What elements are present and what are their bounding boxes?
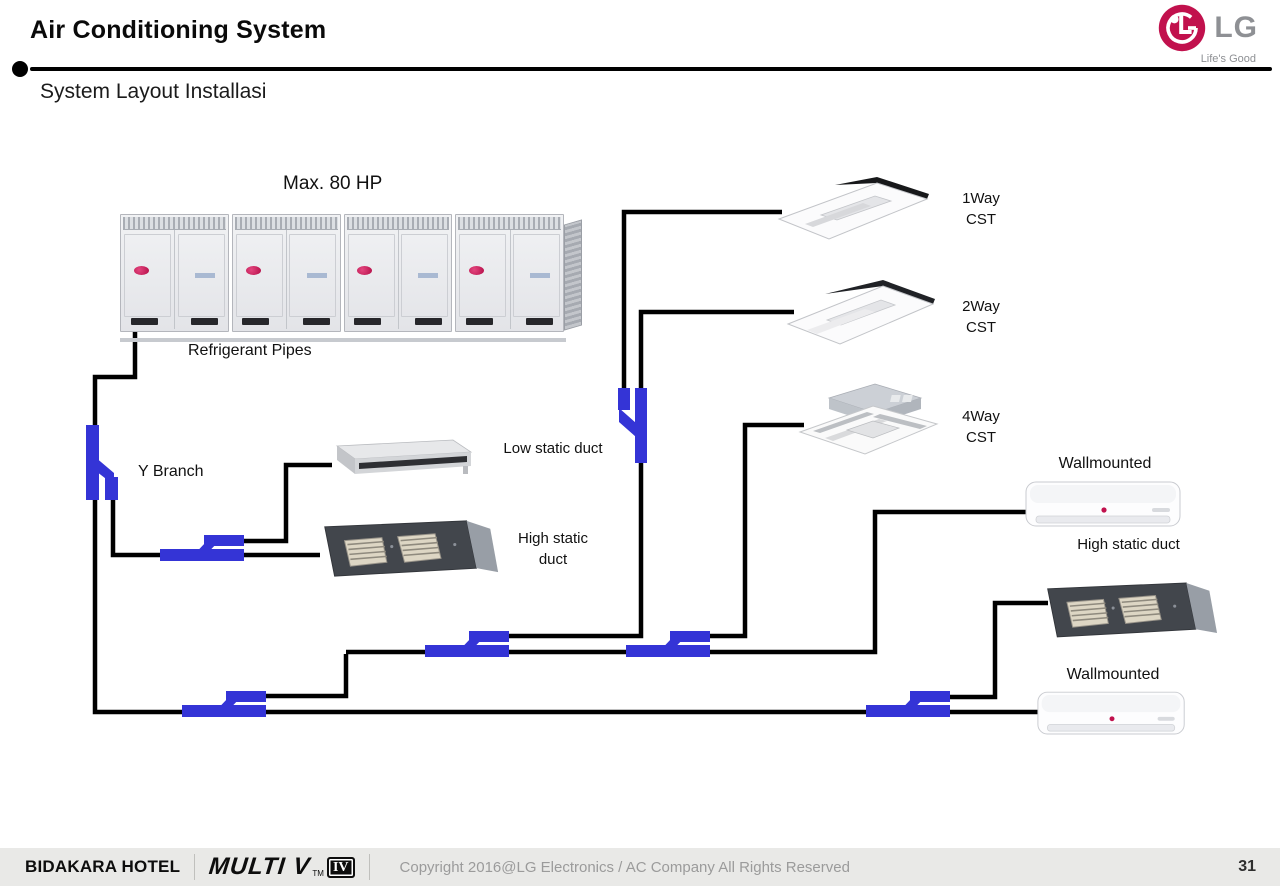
wallmounted-bottom-label: Wallmounted [1066, 666, 1160, 683]
low-static-duct-label: Low static duct [503, 440, 603, 457]
page-title: Air Conditioning System [30, 16, 327, 44]
y-branch-label: Y Branch [138, 463, 204, 480]
cassette-2way-unit [786, 280, 935, 345]
header-rule [30, 67, 1272, 71]
wallmounted-top-label: Wallmounted [1058, 455, 1152, 472]
cst-2way-label: 2Way CST [962, 298, 1000, 336]
y-branch-joint-duct [160, 535, 244, 561]
high-static-duct-unit-mid [324, 520, 499, 577]
lg-symbol-icon [1159, 4, 1206, 52]
low-static-duct-unit [335, 439, 473, 474]
cassette-4way-unit [798, 383, 939, 455]
client-name: BIDAKARA HOTEL [25, 857, 181, 876]
y-branch-joint-mid-2 [626, 631, 710, 657]
lg-badge-icon [133, 266, 149, 276]
outdoor-unit-row [120, 214, 564, 332]
y-branch-joint-bottom-right [866, 691, 950, 717]
multi-v-generation-badge: IV [326, 856, 355, 878]
outdoor-unit-module [120, 214, 229, 332]
high-static-duct-right-label: High static duct [1077, 536, 1180, 553]
lg-badge-icon [469, 266, 485, 276]
outdoor-unit-module [343, 214, 453, 332]
wallmounted-unit-top [1025, 481, 1181, 527]
outdoor-unit-module [231, 214, 341, 332]
pipe-bottom-up-link [262, 654, 349, 699]
high-static-duct-unit-right [1047, 582, 1218, 638]
outdoor-capacity-label: Max. 80 HP [283, 173, 383, 194]
refrigerant-pipes-label: Refrigerant Pipes [188, 342, 312, 359]
footer-divider [368, 854, 370, 880]
y-branch-joint-main [86, 425, 118, 500]
cassette-1way-unit [777, 177, 929, 240]
outdoor-unit-module [455, 214, 564, 332]
copyright-text: Copyright 2016@LG Electronics / AC Compa… [399, 858, 850, 876]
lg-wordmark: LG [1214, 11, 1258, 44]
slide-subtitle: System Layout Installasi [40, 80, 267, 103]
trademark-symbol: TM [312, 869, 324, 878]
pipe-1way-cst [621, 209, 782, 392]
lg-tagline: Life's Good [1200, 53, 1256, 65]
outdoor-unit-side-face [564, 219, 582, 331]
header-rule-dot [12, 61, 28, 77]
footer-bar: BIDAKARA HOTEL MULTI V TM IV Copyright 2… [0, 848, 1280, 886]
pipe-right-up-arm [946, 600, 1048, 700]
lg-logo: LG Life's Good [1158, 4, 1258, 65]
y-branch-joint-merge [618, 388, 647, 463]
cst-4way-label: 4Way CST [962, 408, 1000, 446]
outdoor-unit-bank [120, 210, 582, 342]
multi-v-wordmark: MULTI V [207, 853, 312, 880]
lg-badge-icon [245, 266, 261, 276]
y-branch-joint-bottom-left [182, 691, 266, 717]
page-number: 31 [1238, 858, 1256, 875]
pipe-4way-arm [706, 422, 804, 639]
pipe-branch-feed-ducts [110, 496, 320, 558]
cst-1way-label: 1Way CST [962, 190, 1000, 228]
pipe-2way-cst [638, 309, 794, 392]
wallmounted-unit-bottom [1037, 691, 1185, 735]
lg-badge-icon [357, 266, 373, 276]
high-static-duct-mid-label: High static duct [517, 530, 589, 568]
footer-divider [194, 854, 196, 880]
multi-v-logo: MULTI V TM IV [207, 853, 355, 881]
outdoor-unit-base [120, 338, 566, 342]
y-branch-joint-mid-1 [425, 631, 509, 657]
